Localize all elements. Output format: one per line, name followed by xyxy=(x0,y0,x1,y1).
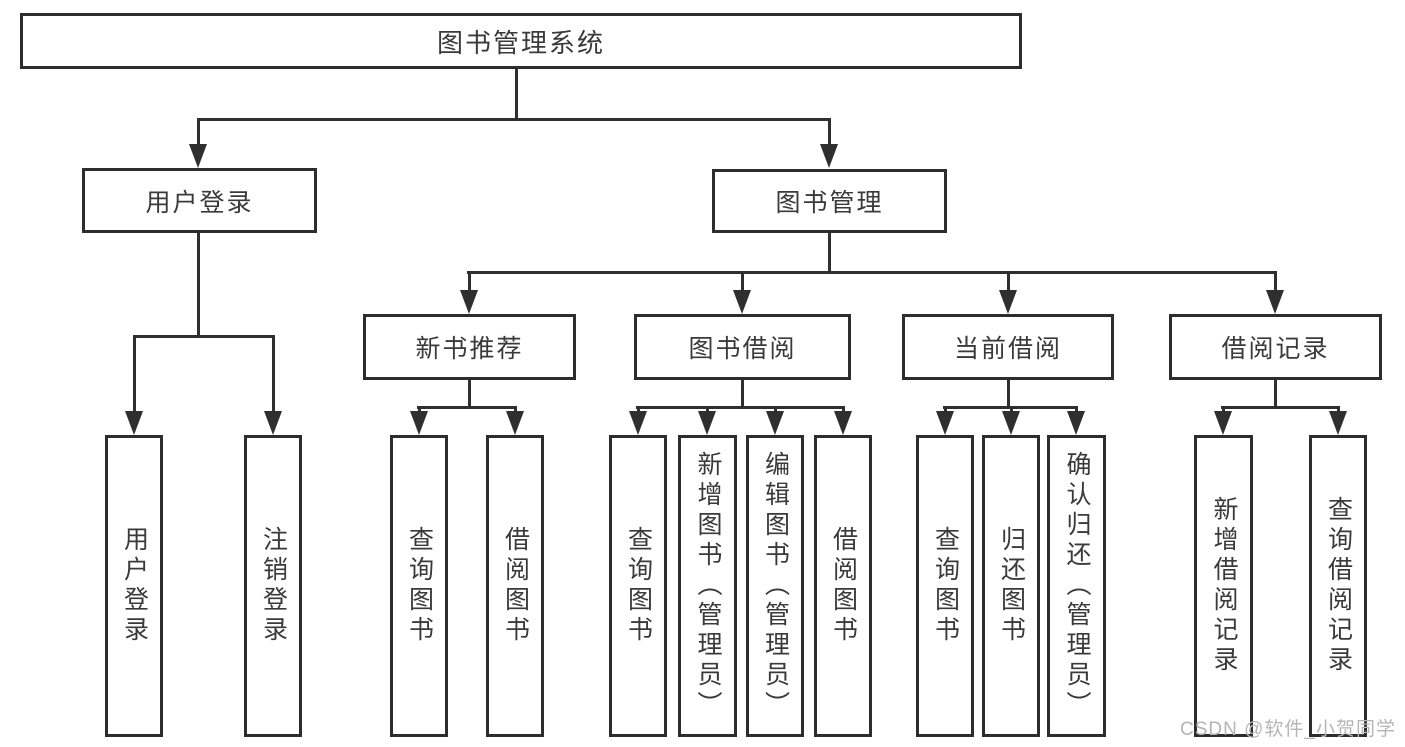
leaf-query-borrow-record: 查询借阅记录 xyxy=(1309,435,1367,737)
connector-line xyxy=(741,271,744,293)
connector-line xyxy=(636,406,845,409)
arrow-down-icon xyxy=(999,290,1017,314)
arrow-down-icon xyxy=(733,290,751,314)
connector-line xyxy=(468,271,471,293)
leaf-label: 查询图书 xyxy=(624,526,653,646)
leaf-edit-book-admin: 编辑图书（管理员） xyxy=(746,435,804,737)
leaf-query-books-current: 查询图书 xyxy=(916,435,974,737)
connector-line xyxy=(774,406,777,414)
connector-line xyxy=(197,118,200,148)
connector-line xyxy=(1274,271,1277,293)
connector-line xyxy=(1337,406,1340,414)
leaf-user-login: 用户登录 xyxy=(105,435,163,737)
arrow-down-icon xyxy=(766,411,784,435)
leaf-label: 确认归还（管理员） xyxy=(1063,451,1091,721)
leaf-label: 新增图书（管理员） xyxy=(694,451,722,721)
leaf-add-borrow-record: 新增借阅记录 xyxy=(1194,435,1253,737)
connector-line xyxy=(1007,380,1010,409)
leaf-label: 注销登录 xyxy=(259,526,288,646)
arrow-down-icon xyxy=(834,411,852,435)
connector-line xyxy=(828,118,831,148)
connector-line xyxy=(515,69,518,119)
connector-line xyxy=(1274,380,1277,409)
connector-line xyxy=(468,380,471,409)
arrow-down-icon xyxy=(1002,411,1020,435)
arrow-down-icon xyxy=(629,411,647,435)
arrow-down-icon xyxy=(936,411,954,435)
connector-line xyxy=(197,118,831,121)
node-book-management: 图书管理 xyxy=(712,169,947,233)
arrow-down-icon xyxy=(410,411,428,435)
node-label: 用户登录 xyxy=(145,188,254,217)
arrow-down-icon xyxy=(820,144,838,168)
arrow-down-icon xyxy=(1266,290,1284,314)
connector-line xyxy=(842,406,845,414)
arrow-down-icon xyxy=(189,144,207,168)
leaf-borrow-books-borrowing: 借阅图书 xyxy=(814,435,872,737)
connector-line xyxy=(514,406,517,414)
leaf-label: 查询借阅记录 xyxy=(1324,496,1353,676)
node-borrowing-records: 借阅记录 xyxy=(1169,314,1382,380)
leaf-query-books-borrowing: 查询图书 xyxy=(609,435,667,737)
connector-line xyxy=(637,406,640,414)
connector-line xyxy=(133,335,275,338)
connector-line xyxy=(1007,271,1010,293)
arrow-down-icon xyxy=(1214,411,1232,435)
connector-line xyxy=(741,380,744,409)
leaf-label: 查询图书 xyxy=(405,526,434,646)
arrow-down-icon xyxy=(264,411,282,435)
node-current-borrowing: 当前借阅 xyxy=(902,314,1114,380)
node-label: 新书推荐 xyxy=(415,335,524,363)
connector-line xyxy=(828,233,831,273)
leaf-label: 借阅图书 xyxy=(829,526,858,646)
connector-line xyxy=(944,406,947,414)
node-library-management-system: 图书管理系统 xyxy=(20,13,1022,69)
connector-line xyxy=(1221,406,1340,409)
leaf-return-book: 归还图书 xyxy=(982,435,1040,737)
leaf-label: 编辑图书（管理员） xyxy=(761,451,790,721)
leaf-query-books-recommend: 查询图书 xyxy=(390,435,448,737)
connector-line xyxy=(418,406,421,414)
node-label: 图书借阅 xyxy=(688,335,797,363)
node-user-login: 用户登录 xyxy=(82,168,317,233)
leaf-label: 借阅图书 xyxy=(501,526,530,646)
node-label: 借阅记录 xyxy=(1221,335,1330,363)
leaf-add-book-admin: 新增图书（管理员） xyxy=(678,435,737,737)
node-new-book-recommend: 新书推荐 xyxy=(363,314,576,380)
connector-line xyxy=(272,335,275,414)
connector-line xyxy=(1222,406,1225,414)
leaf-confirm-return-admin: 确认归还（管理员） xyxy=(1047,435,1106,737)
arrow-down-icon xyxy=(460,290,478,314)
connector-line xyxy=(1010,406,1013,414)
leaf-label: 查询图书 xyxy=(931,526,960,646)
connector-line xyxy=(467,271,1277,274)
node-label: 图书管理系统 xyxy=(436,27,605,58)
leaf-borrow-books-recommend: 借阅图书 xyxy=(486,435,544,737)
leaf-label: 归还图书 xyxy=(997,526,1026,646)
leaf-logout: 注销登录 xyxy=(244,435,302,737)
arrow-down-icon xyxy=(506,411,524,435)
connector-line xyxy=(197,233,200,337)
connector-line xyxy=(417,406,517,409)
arrow-down-icon xyxy=(1329,411,1347,435)
arrow-down-icon xyxy=(1067,411,1085,435)
csdn-watermark: CSDN @软件_小贺同学 xyxy=(1180,719,1396,740)
node-label: 当前借阅 xyxy=(953,335,1062,363)
connector-line xyxy=(1075,406,1078,414)
leaf-label: 用户登录 xyxy=(120,526,149,646)
arrow-down-icon xyxy=(698,411,716,435)
node-book-borrowing: 图书借阅 xyxy=(634,314,851,380)
connector-line xyxy=(706,406,709,414)
leaf-label: 新增借阅记录 xyxy=(1210,496,1238,676)
node-label: 图书管理 xyxy=(775,189,884,217)
connector-line xyxy=(133,335,136,414)
arrow-down-icon xyxy=(125,411,143,435)
